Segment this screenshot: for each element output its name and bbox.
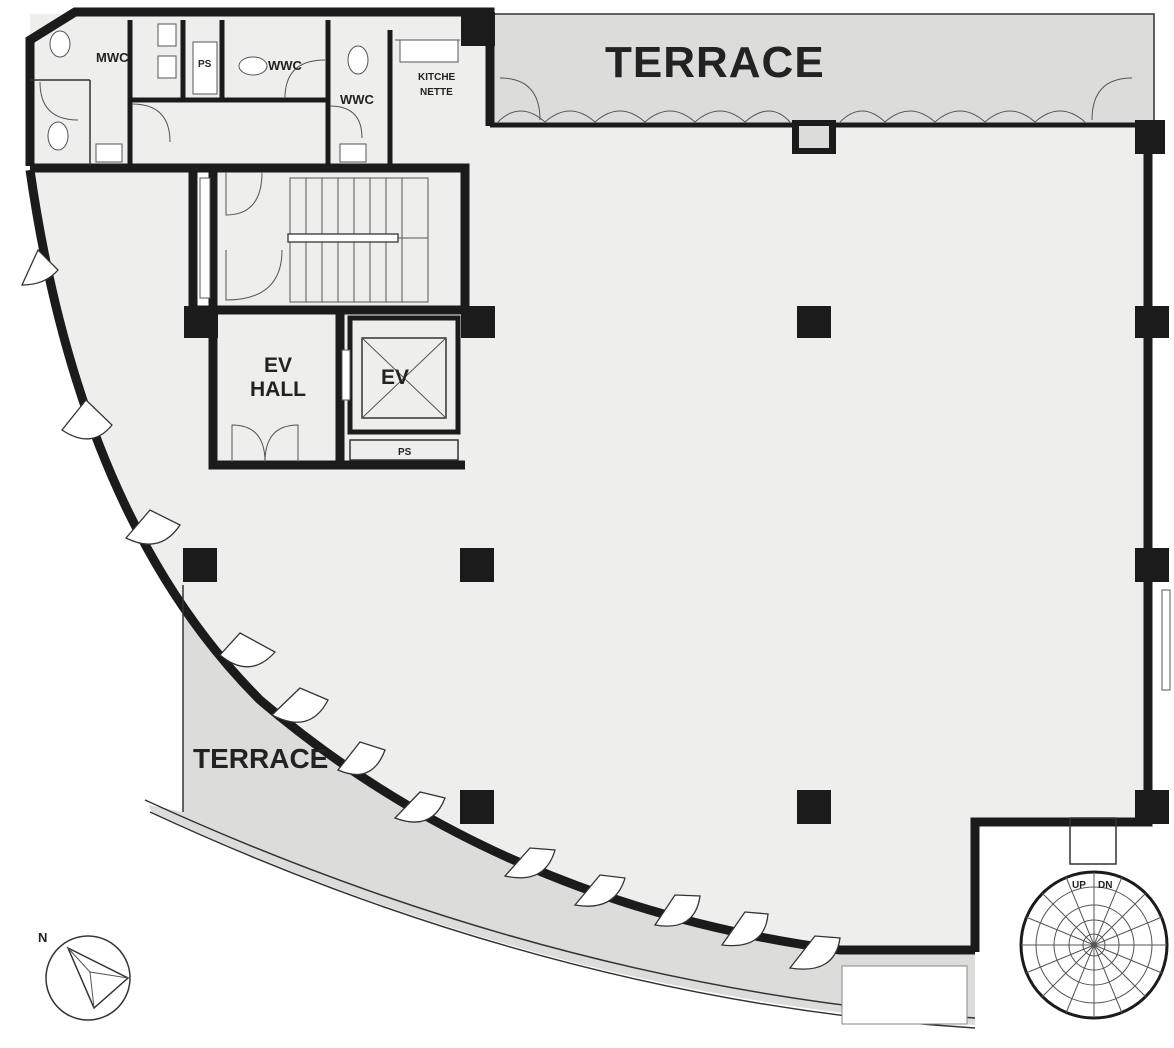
main-stair bbox=[287, 177, 429, 303]
column bbox=[461, 306, 495, 338]
southwest-terrace-label: TERRACE bbox=[193, 743, 328, 774]
column bbox=[1135, 790, 1169, 824]
mwc-label: MWC bbox=[96, 50, 129, 65]
mwc-door bbox=[39, 81, 79, 121]
facade-door bbox=[219, 632, 277, 668]
north-terrace-label: TERRACE bbox=[605, 38, 825, 87]
main-office-floor bbox=[30, 125, 1148, 955]
wwc-label-2: WWC bbox=[340, 92, 375, 107]
sink-fixture bbox=[95, 143, 123, 163]
column bbox=[1135, 120, 1165, 154]
north-terrace-area bbox=[490, 14, 1154, 126]
room-labels: TERRACE TERRACE MWC PS WWC WWC KITCHE NE… bbox=[96, 38, 825, 774]
sink-fixture bbox=[339, 143, 367, 163]
terrace-rail bbox=[492, 13, 1155, 126]
ev-hall-panel bbox=[341, 349, 351, 401]
columns bbox=[183, 12, 1169, 824]
facade-door bbox=[720, 911, 769, 947]
column bbox=[797, 790, 831, 824]
spiral-stair-landing bbox=[1069, 817, 1117, 865]
stair-up-label: UP bbox=[1072, 880, 1086, 891]
column bbox=[1135, 306, 1169, 338]
stair-dn-label: DN bbox=[1098, 880, 1112, 891]
wc-block-area bbox=[30, 14, 490, 166]
ev-label: EV bbox=[381, 366, 409, 389]
facade-door bbox=[336, 741, 386, 776]
wc-door bbox=[284, 59, 326, 99]
stair-handrail bbox=[287, 233, 399, 243]
ps-label-top: PS bbox=[198, 59, 212, 70]
stair-door bbox=[225, 249, 283, 301]
column bbox=[460, 548, 494, 582]
mwc-inner-wall bbox=[30, 79, 91, 166]
facade-door bbox=[788, 935, 841, 970]
curved-facade-wall bbox=[25, 169, 975, 955]
toilet-fixture bbox=[347, 45, 369, 75]
wwc-label-1: WWC bbox=[268, 58, 303, 73]
ps-shaft bbox=[192, 41, 218, 95]
ev-ps-wall bbox=[349, 439, 459, 461]
facade-door bbox=[20, 248, 59, 286]
facade-door bbox=[124, 509, 181, 545]
ev-hall-label-1: EV bbox=[264, 354, 292, 377]
column bbox=[183, 548, 217, 582]
kitchenette-label-2: NETTE bbox=[420, 87, 453, 98]
facade-door bbox=[270, 687, 329, 723]
ev-hall-label-2: HALL bbox=[250, 378, 306, 401]
column bbox=[797, 306, 831, 338]
fixtures bbox=[47, 23, 1171, 691]
wc-door bbox=[329, 105, 363, 139]
elevator-car bbox=[361, 337, 447, 419]
spiral-stair: UP DN bbox=[1019, 817, 1169, 1020]
toilet-fixture bbox=[47, 121, 69, 151]
terrace-planter bbox=[841, 965, 968, 1025]
east-wall bbox=[970, 122, 1153, 952]
kitchenette-label-1: KITCHE bbox=[418, 72, 456, 83]
column bbox=[184, 306, 218, 338]
facade-door bbox=[61, 399, 113, 440]
facade-door bbox=[393, 791, 446, 823]
facade-door bbox=[653, 894, 701, 927]
wc-block-south-wall bbox=[30, 163, 470, 310]
kitchenette-counter bbox=[399, 39, 459, 63]
stair-side-window bbox=[199, 177, 211, 299]
north-arrow: N bbox=[38, 930, 131, 1021]
column bbox=[1135, 548, 1169, 582]
column bbox=[461, 12, 495, 46]
wc-partition bbox=[127, 20, 393, 166]
urinal-fixture bbox=[157, 55, 177, 79]
wc-block-outer bbox=[25, 7, 495, 166]
north-label: N bbox=[38, 930, 47, 945]
terrace-folding-doors bbox=[497, 77, 1133, 123]
urinal-fixture bbox=[157, 23, 177, 47]
corridor-door bbox=[131, 103, 171, 143]
stair-door bbox=[225, 171, 263, 216]
terrace-door-glass bbox=[799, 126, 829, 148]
ev-hall-door bbox=[231, 424, 299, 463]
facade-door bbox=[573, 874, 626, 907]
facade-door bbox=[503, 847, 556, 879]
doors bbox=[20, 39, 1133, 970]
column bbox=[460, 790, 494, 824]
toilet-fixture bbox=[238, 56, 268, 76]
ps-label-ev: PS bbox=[398, 447, 412, 458]
toilet-fixture bbox=[49, 30, 71, 58]
north-arrow-icon bbox=[66, 946, 130, 1010]
east-window bbox=[1161, 589, 1171, 691]
